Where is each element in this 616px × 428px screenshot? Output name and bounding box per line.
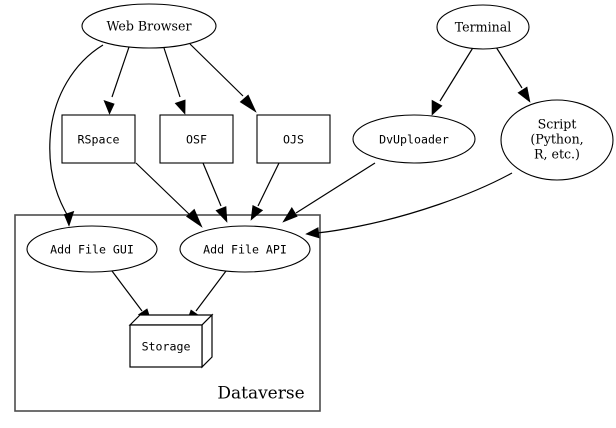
ojs-box[interactable] bbox=[256, 114, 331, 164]
node-label-storage: Storage bbox=[142, 340, 191, 354]
node-web-browser[interactable]: Web Browser bbox=[81, 3, 217, 49]
node-label-add-file-gui: Add File GUI bbox=[50, 243, 134, 257]
node-storage[interactable]: Storage bbox=[128, 313, 214, 369]
cluster-label-dataverse: Dataverse bbox=[217, 384, 304, 404]
add-file-api-ellipse[interactable] bbox=[179, 225, 311, 273]
node-osf[interactable]: OSF bbox=[159, 114, 234, 164]
node-label-script-line2: (Python, bbox=[530, 132, 583, 147]
node-dvuploader[interactable]: DvUploader bbox=[352, 114, 476, 164]
node-label-script-line3: R, etc.) bbox=[534, 147, 580, 162]
node-label-rspace: RSpace bbox=[78, 133, 120, 147]
rspace-box[interactable] bbox=[61, 114, 136, 164]
edge-dvuploader-to-add-file-api bbox=[282, 162, 376, 223]
node-add-file-api[interactable]: Add File API bbox=[179, 225, 311, 273]
edge-terminal-to-dvuploader bbox=[431, 45, 475, 116]
edge-osf-to-add-file-api bbox=[202, 162, 228, 223]
node-label-dvuploader: DvUploader bbox=[379, 133, 449, 147]
node-label-web-browser: Web Browser bbox=[106, 19, 192, 34]
storage-box-front[interactable] bbox=[129, 324, 203, 368]
web-browser-ellipse[interactable] bbox=[81, 3, 217, 49]
edge-group bbox=[49, 43, 531, 325]
terminal-ellipse[interactable] bbox=[436, 4, 530, 50]
edge-web-browser-to-ojs bbox=[189, 43, 257, 113]
add-file-gui-ellipse[interactable] bbox=[26, 225, 158, 273]
script-ellipse[interactable] bbox=[500, 99, 614, 181]
dataverse-cluster-border bbox=[14, 214, 321, 412]
node-script[interactable]: Script (Python, R, etc.) bbox=[500, 99, 614, 181]
storage-box-side[interactable] bbox=[201, 313, 213, 369]
node-label-terminal: Terminal bbox=[455, 20, 512, 35]
edge-web-browser-to-add-file-gui bbox=[49, 44, 104, 227]
node-rspace[interactable]: RSpace bbox=[61, 114, 136, 164]
edge-script-to-add-file-api bbox=[305, 172, 513, 239]
node-label-ojs: OJS bbox=[283, 133, 304, 147]
node-terminal[interactable]: Terminal bbox=[436, 4, 530, 50]
node-label-add-file-api: Add File API bbox=[203, 243, 287, 257]
node-label-script-line1: Script bbox=[538, 117, 577, 132]
node-label-osf: OSF bbox=[186, 133, 207, 147]
osf-box[interactable] bbox=[159, 114, 234, 164]
node-add-file-gui[interactable]: Add File GUI bbox=[26, 225, 158, 273]
node-ojs[interactable]: OJS bbox=[256, 114, 331, 164]
edge-ojs-to-add-file-api bbox=[250, 162, 280, 221]
edge-web-browser-to-osf bbox=[163, 47, 186, 115]
edge-terminal-to-script bbox=[495, 46, 531, 103]
storage-box-top[interactable] bbox=[128, 314, 214, 326]
edge-web-browser-to-rspace bbox=[103, 46, 130, 115]
dvuploader-ellipse[interactable] bbox=[352, 114, 476, 164]
edge-rspace-to-add-file-api bbox=[135, 162, 203, 228]
cluster-dataverse: Dataverse bbox=[14, 214, 321, 412]
